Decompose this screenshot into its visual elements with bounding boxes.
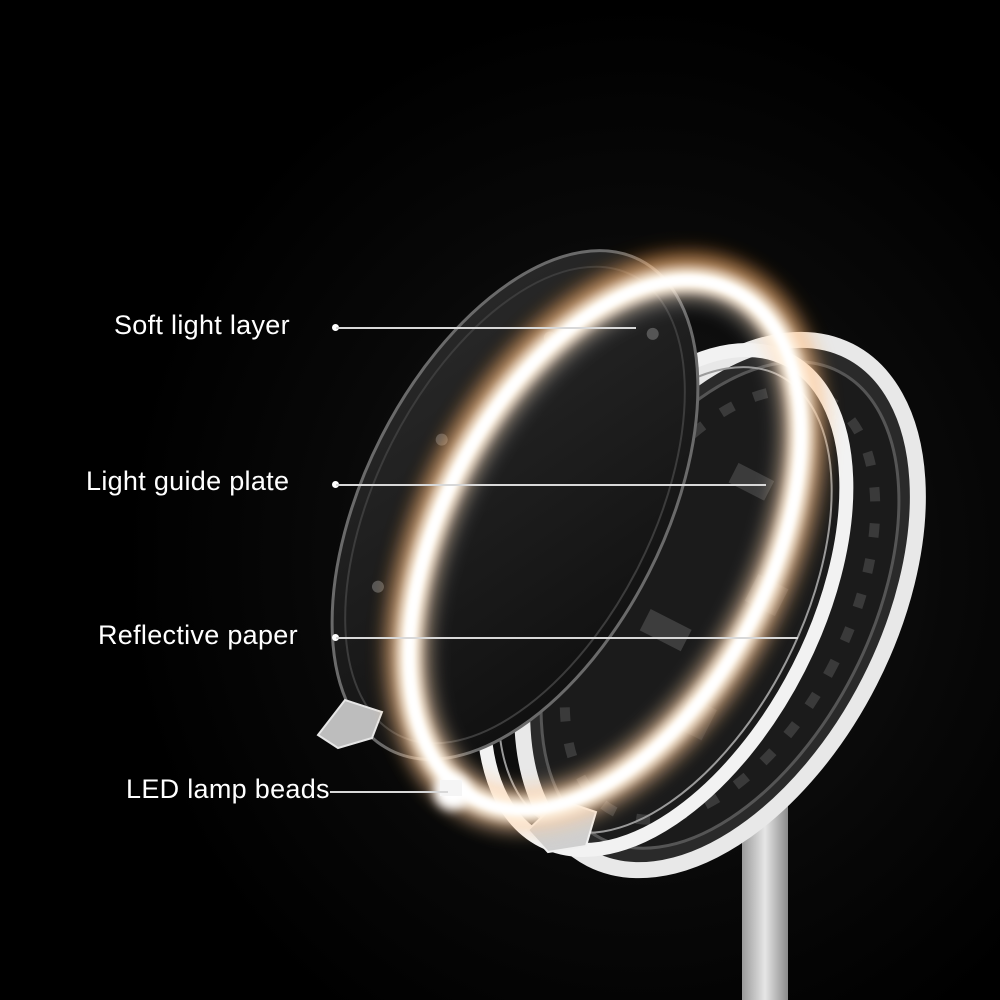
label-reflective-paper: Reflective paper: [98, 620, 298, 651]
light-guide-plate-leader: [336, 484, 766, 486]
led-lamp-beads-leader: [330, 791, 448, 793]
label-soft-light-layer: Soft light layer: [114, 310, 290, 341]
led-bead: [440, 780, 462, 796]
label-light-guide-plate: Light guide plate: [86, 466, 289, 497]
reflective-paper-leader: [336, 637, 798, 639]
soft-light-layer-leader: [336, 327, 636, 329]
label-led-lamp-beads: LED lamp beads: [126, 774, 330, 805]
